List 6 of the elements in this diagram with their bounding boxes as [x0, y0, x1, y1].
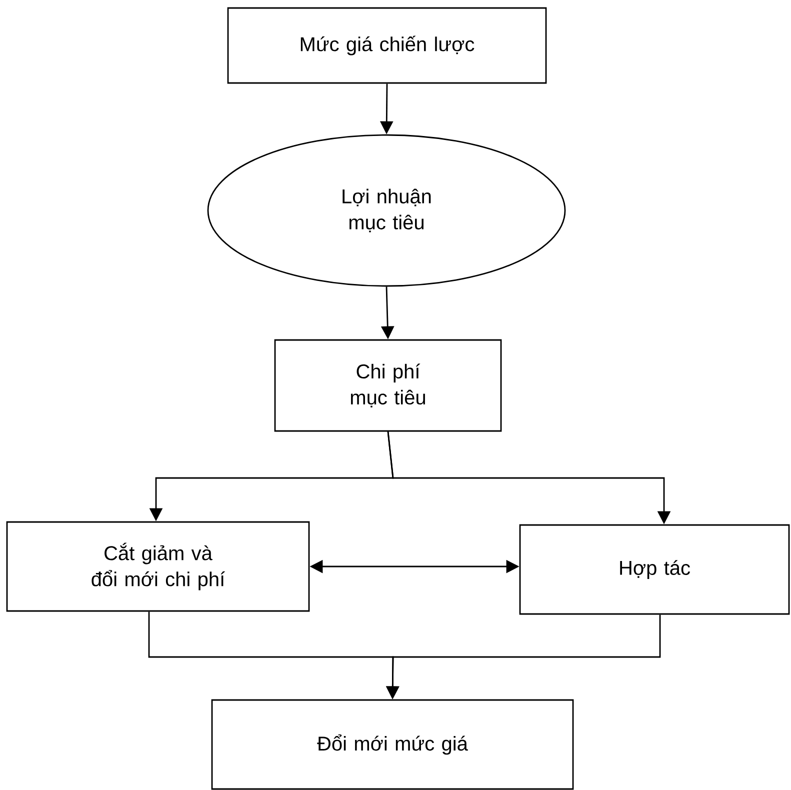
process-box: Chi phí mục tiêu: [274, 339, 502, 432]
ellipse-node: Lợi nhuận mục tiêu: [207, 134, 566, 287]
process-box: Cắt giảm và đổi mới chi phí: [6, 521, 310, 612]
process-box: Hợp tác: [519, 524, 790, 615]
process-box: Đổi mới mức giá: [211, 699, 574, 790]
process-box: Mức giá chiến lược: [227, 7, 547, 84]
